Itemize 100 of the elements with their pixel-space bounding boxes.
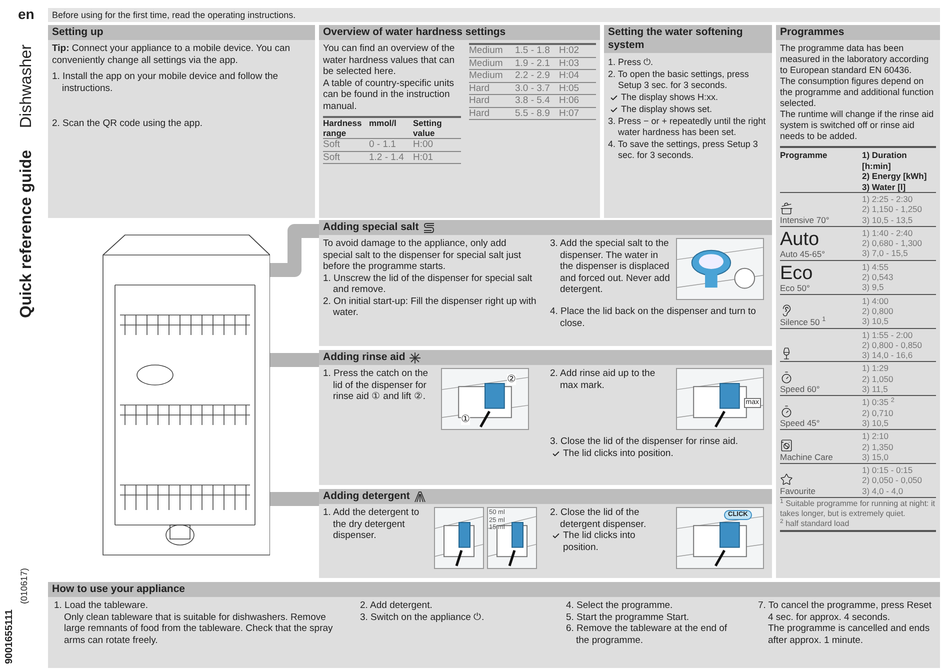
pipe-connector bbox=[270, 353, 319, 367]
programme-value: 2) 0,710 bbox=[862, 408, 894, 418]
programme-name: Favourite bbox=[780, 486, 816, 496]
programme-name: Intensive 70° bbox=[780, 214, 830, 225]
programme-row bbox=[780, 430, 936, 464]
programme-name: Silence 50 $^{1}$ bbox=[780, 316, 827, 327]
setting-code: H:03 bbox=[559, 58, 580, 69]
column-header: 3) Water [l] bbox=[862, 182, 907, 192]
result-text: The lid clicks into position. bbox=[563, 530, 636, 553]
hardness-level: Soft bbox=[323, 139, 341, 150]
programme-name: Machine Care bbox=[780, 452, 834, 462]
section-heading: Setting the water softening system bbox=[608, 26, 744, 52]
setting-code: H:07 bbox=[559, 108, 580, 119]
programme-value: 3) 9,5 bbox=[862, 282, 885, 293]
programme-value: 3) 11,5 bbox=[862, 384, 889, 394]
column-header: 1) Duration [h:min] bbox=[862, 150, 908, 171]
tip-paragraph: Tip: Connect your appliance to a mobile device. You can conveniently change all settings via the app. bbox=[52, 43, 292, 66]
instruction-step: 3. Switch on the appliance ⏻. bbox=[360, 612, 550, 623]
programme-row bbox=[780, 193, 936, 227]
paragraph: To avoid damage to the appliance, only add special salt to the dispenser for special salt just before the programme starts. bbox=[323, 238, 522, 272]
result-text: The lid clicks into position. bbox=[563, 448, 674, 459]
programme-value: 2) 0,050 - 0,050 bbox=[862, 475, 924, 486]
hardness-level: Medium bbox=[469, 70, 504, 82]
programme-row bbox=[780, 294, 936, 329]
programme-value: 3) 4,0 - 4,0 bbox=[862, 486, 904, 496]
hardness-level: Soft bbox=[323, 152, 341, 163]
programme-value: 1) 0:35 $^{2}$ bbox=[862, 397, 896, 408]
notice-banner: Before using for the first time, read the operating instructions. bbox=[48, 8, 940, 22]
programme-value: 3) 15,0 bbox=[862, 452, 890, 462]
programme-row bbox=[780, 396, 936, 430]
hardness-level: Hard bbox=[469, 95, 491, 106]
document-number: 9001655111 bbox=[4, 609, 15, 664]
mmol-range: 0 - 1.1 bbox=[369, 139, 397, 150]
programme-name: Eco 50° bbox=[780, 282, 811, 293]
section-heading: Programmes bbox=[780, 26, 844, 39]
section-heading: How to use your appliance bbox=[52, 583, 186, 596]
mmol-range: 2.2 - 2.9 bbox=[515, 70, 551, 82]
document-date: (010617) bbox=[19, 568, 29, 604]
pipe-connector bbox=[270, 224, 319, 277]
section-panel bbox=[319, 350, 772, 485]
column-header: Setting value bbox=[413, 118, 443, 138]
programme-symbol: Eco bbox=[780, 264, 814, 283]
callout-number: ① bbox=[461, 414, 470, 425]
programme-row bbox=[780, 226, 936, 261]
instruction-step: 2. Add rinse aid up to the max mark. bbox=[550, 368, 672, 391]
paragraph: Only clean tableware that is suitable for dishwashers. Remove large remnants of food from the tableware. Check that the spray arms can rotate freely. bbox=[63, 612, 334, 646]
result-text: The display shows set. bbox=[621, 104, 712, 115]
column-header: mmol/l bbox=[369, 118, 398, 130]
programme-value: 3) 10,5 bbox=[862, 316, 890, 327]
column-header: 2) Energy [kWh] bbox=[862, 171, 928, 182]
instruction-step: 2. Add detergent. bbox=[360, 600, 550, 612]
programme-value: 3) 10,5 bbox=[862, 418, 890, 428]
setting-code: H:06 bbox=[559, 95, 580, 106]
callout-number: ② bbox=[507, 374, 516, 385]
programme-value: 1) 0:15 - 0:15 bbox=[862, 465, 914, 476]
section-panel bbox=[319, 489, 772, 578]
instruction-step: 4. Select the programme. bbox=[566, 600, 742, 612]
programme-value: 1) 2:25 - 2:30 bbox=[862, 194, 914, 204]
mmol-range: 1.9 - 2.1 bbox=[515, 58, 551, 69]
programme-value: 2) 1,350 bbox=[862, 442, 894, 452]
programme-name: Speed 60° bbox=[780, 384, 821, 394]
section-panel bbox=[776, 25, 940, 578]
setting-code: H:02 bbox=[559, 45, 580, 56]
programme-symbol: Auto bbox=[780, 230, 820, 249]
footnote: $^{2}$ half standard load bbox=[780, 519, 850, 530]
paragraph: The programme data has been measured in the laboratory according to European standard EN 60436. bbox=[780, 43, 930, 76]
hardness-level: Medium bbox=[469, 58, 504, 69]
instruction-step: 2. On initial start-up: Fill the dispenser right up with water. bbox=[323, 296, 538, 318]
programme-value: 3) 10,5 - 13,5 bbox=[862, 214, 914, 225]
programme-value: 2) 1,150 - 1,250 bbox=[862, 204, 924, 215]
section-heading: Setting up bbox=[52, 26, 104, 39]
setting-code: H:01 bbox=[413, 152, 434, 163]
programme-row bbox=[780, 464, 936, 498]
programme-value: 1) 4:55 bbox=[862, 262, 890, 272]
paragraph: The programme is cancelled and ends after approx. 1 minute. bbox=[767, 623, 931, 646]
programme-value: 1) 4:00 bbox=[862, 296, 890, 306]
pipe-connector bbox=[270, 492, 319, 506]
section-heading: Overview of water hardness settings bbox=[323, 26, 506, 39]
instruction-step: 4. To save the settings, press Setup 3 sec. for 3 seconds. bbox=[608, 139, 768, 161]
programme-value: 1) 2:10 bbox=[862, 431, 890, 442]
hardness-level: Hard bbox=[469, 82, 491, 94]
instruction-step: 2. Close the lid of the detergent dispenser. bbox=[550, 507, 672, 530]
paragraph: A table of country-specific units can be found in the instruction manual. bbox=[323, 78, 455, 112]
hardness-level: Hard bbox=[469, 108, 491, 119]
programme-name: Speed 45° bbox=[780, 418, 821, 428]
instruction-step: 1. Add the detergent to the dry detergent dispenser. bbox=[323, 507, 431, 542]
result-text: The display shows H:xx. bbox=[621, 92, 718, 103]
section-panel bbox=[604, 25, 772, 218]
paragraph: The runtime will change if the rinse aid system is switched off or rinse aid needs to be added. bbox=[780, 109, 935, 142]
section-panel bbox=[319, 220, 772, 346]
section-heading: Adding detergent bbox=[323, 490, 410, 503]
setting-code: H:04 bbox=[559, 70, 580, 82]
appliance-title: Dishwasher bbox=[18, 44, 35, 128]
programme-row bbox=[780, 260, 936, 295]
instruction-step: 1. Unscrew the lid of the dispenser for special salt and remove. bbox=[323, 272, 538, 296]
section-panel bbox=[48, 25, 315, 218]
programme-value: 2) 0,800 - 0,850 bbox=[862, 340, 924, 350]
instruction-step: 1. Press ⏻. bbox=[608, 57, 768, 68]
programme-value: 2) 0,543 bbox=[862, 272, 894, 282]
instruction-step: 4. Place the lid back on the dispenser and turn to close. bbox=[550, 306, 768, 329]
